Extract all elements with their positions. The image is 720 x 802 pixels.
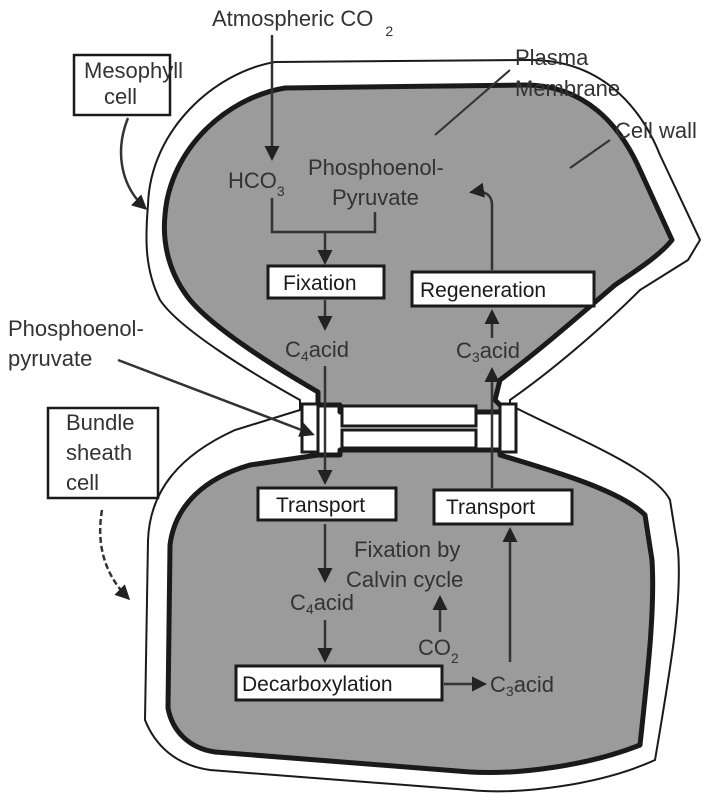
c4acid-top-label: C4acid <box>285 337 349 364</box>
mesophyll-cell-label-2: cell <box>104 84 137 109</box>
plasma-membrane-label-2: Membrane <box>515 76 620 101</box>
mesophyll-pointer-arrow <box>121 118 145 208</box>
pep-left-label-2: pyruvate <box>8 346 92 371</box>
cell-wall-label: Cell wall <box>615 118 697 143</box>
plasmodesma-right-gap <box>500 404 516 452</box>
transport-right-label: Transport <box>446 496 535 519</box>
bundle-sheath-label-2: sheath <box>66 440 132 465</box>
plasmodesma-left-gap <box>302 404 318 452</box>
bundle-sheath-label-3: cell <box>66 470 99 495</box>
transport-left-label: Transport <box>276 494 365 517</box>
pep-left-label-1: Phosphoenol- <box>8 316 144 341</box>
fixation-label: Fixation <box>283 272 357 295</box>
plasmodesma-channel-top <box>342 406 476 426</box>
bundle-sheath-pointer-arrow <box>100 510 128 598</box>
decarboxylation-label: Decarboxylation <box>242 673 393 696</box>
calvin-label-1: Fixation by <box>354 537 460 562</box>
regeneration-label: Regeneration <box>420 279 546 302</box>
mesophyll-cell-label-1: Mesophyll <box>84 58 183 83</box>
c3acid-top-label: C3acid <box>456 338 520 365</box>
bundle-sheath-label-1: Bundle <box>66 410 135 435</box>
plasmodesma-channel-bottom <box>342 430 476 448</box>
bundle-sheath-membrane <box>168 450 653 773</box>
c3acid-bottom-label: C3acid <box>490 672 554 699</box>
c4acid-bottom-label: C4acid <box>290 590 354 617</box>
plasma-membrane-label-1: Plasma <box>515 45 589 70</box>
pep-top-label-1: Phosphoenol- <box>308 155 444 180</box>
pep-top-label-2: Pyruvate <box>332 185 419 210</box>
calvin-label-2: Calvin cycle <box>346 567 463 592</box>
